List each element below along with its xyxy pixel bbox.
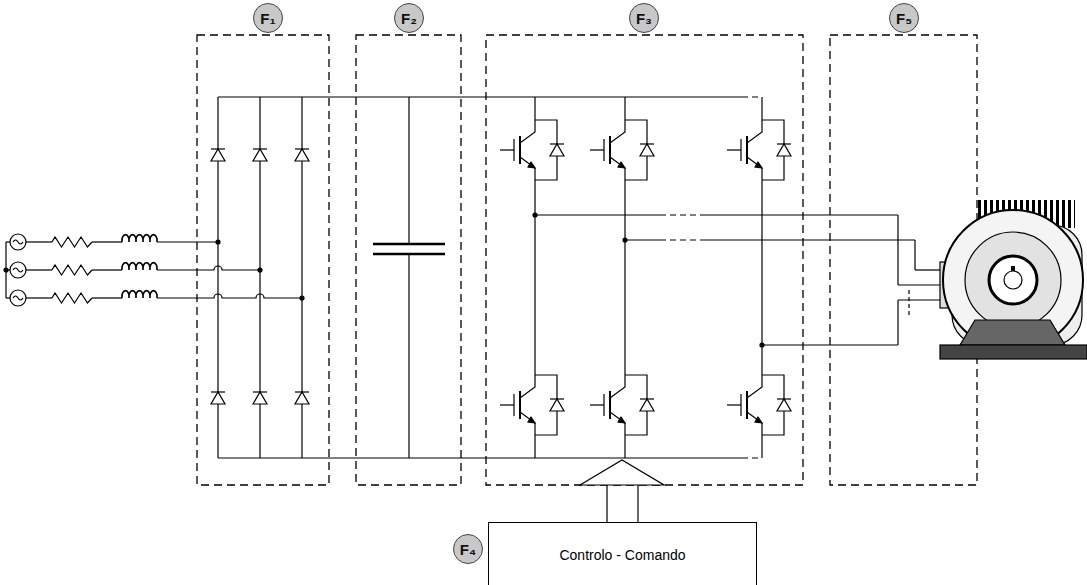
function-label: F₂ [394, 3, 424, 33]
function-label: F₄ [453, 534, 483, 564]
callout-number: F₅ [896, 10, 912, 27]
motor [940, 200, 1087, 359]
capacitor [373, 97, 445, 458]
motor-cables [533, 213, 940, 347]
callout-number: F₁ [260, 10, 275, 27]
function-boxes [197, 35, 977, 485]
function-label: F₃ [629, 3, 659, 33]
callout-number: F₂ [401, 10, 417, 27]
box-label: Controlo - Comando [559, 547, 685, 563]
callout-number: F₄ [460, 541, 476, 558]
control-box: Controlo - Comando [488, 522, 757, 585]
ac-source [4, 234, 26, 306]
inverter-switches [500, 97, 791, 458]
rectifier-bridge [216, 97, 762, 458]
command-link [580, 460, 664, 522]
function-label: F₁ [253, 3, 283, 33]
callout-number: F₃ [636, 10, 652, 27]
diodes [211, 149, 309, 404]
function-label: F₅ [889, 3, 919, 33]
